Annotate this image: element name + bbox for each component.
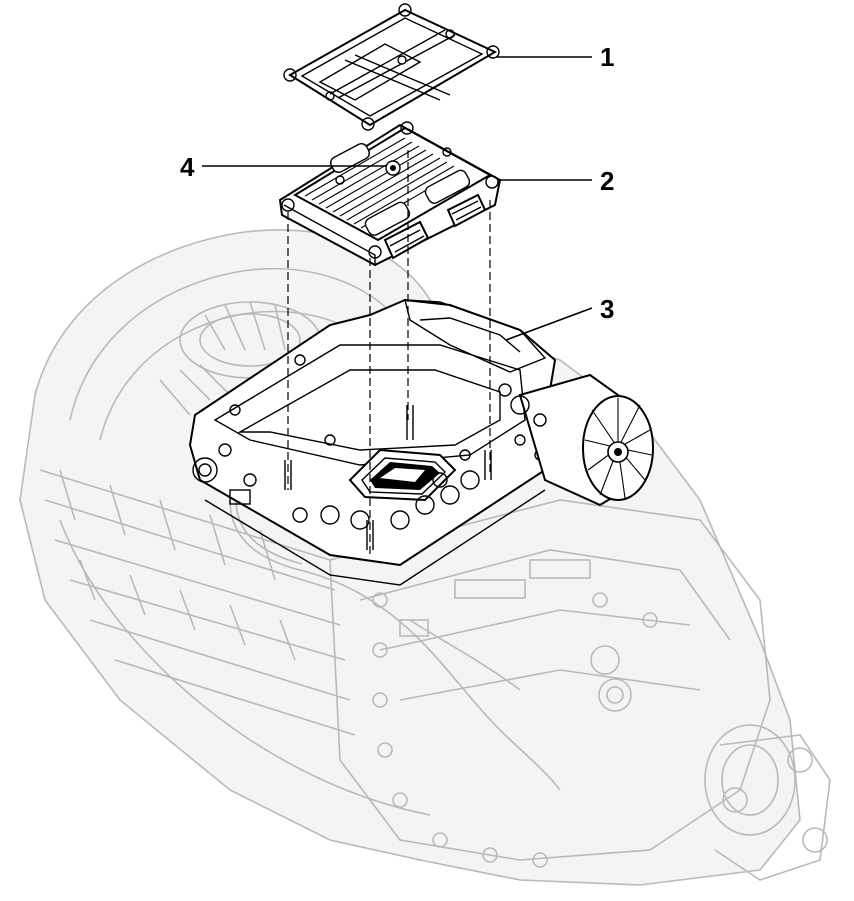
alignment-lines bbox=[287, 150, 491, 555]
cover-plate bbox=[283, 3, 500, 131]
callout-2: 2 bbox=[600, 166, 614, 196]
callout-labels: 1 2 3 4 bbox=[180, 42, 614, 324]
actuator-housing bbox=[188, 298, 557, 586]
callout-3: 3 bbox=[600, 294, 614, 324]
electric-motor bbox=[498, 373, 654, 507]
cooling-fins bbox=[304, 137, 462, 229]
callout-4: 4 bbox=[180, 152, 195, 182]
leader-lines bbox=[202, 56, 593, 341]
control-module bbox=[278, 121, 502, 267]
sensor-window bbox=[348, 448, 457, 502]
callout-1: 1 bbox=[600, 42, 614, 72]
leader-3 bbox=[505, 307, 593, 341]
